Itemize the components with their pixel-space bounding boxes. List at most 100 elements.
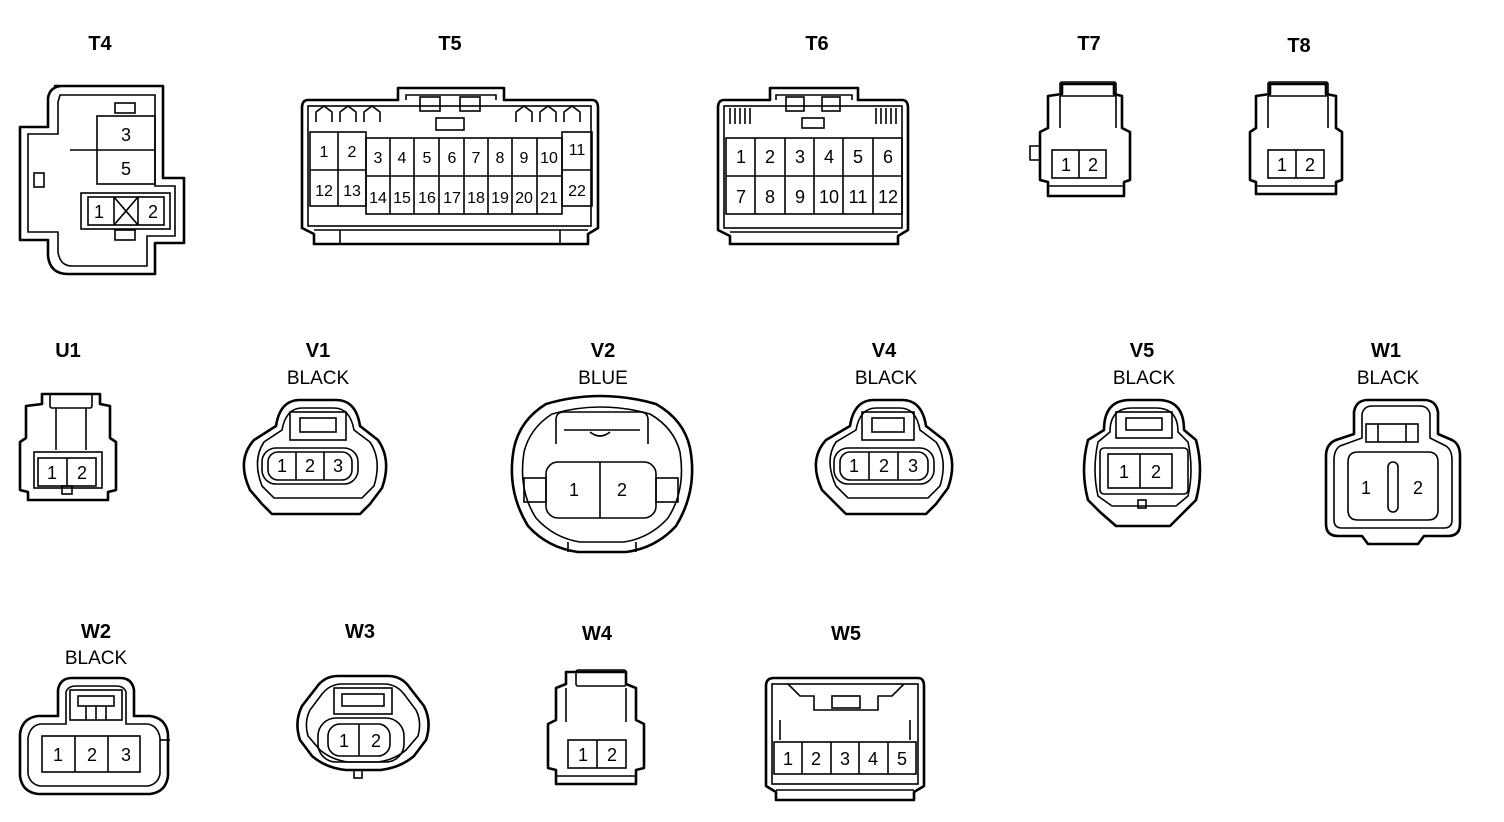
connector-u1: U1 1 2 <box>18 340 118 502</box>
v4-pin-1: 1 <box>849 456 859 476</box>
connector-w3-label: W3 <box>345 621 375 643</box>
t4-pin-1: 1 <box>94 202 104 222</box>
t6-pin-3: 3 <box>795 147 805 167</box>
connector-u1-label: U1 <box>55 340 81 362</box>
w5-pin-5: 5 <box>897 749 907 769</box>
t5-pin-14: 14 <box>369 190 387 207</box>
connector-t7-label: T7 <box>1077 33 1100 55</box>
connector-v2-label: V2 <box>591 340 615 362</box>
connector-t8-label: T8 <box>1287 35 1310 57</box>
connector-v2: V2 BLUE 1 2 <box>510 340 694 554</box>
connector-t7: T7 1 2 <box>1029 33 1132 198</box>
w2-pin-1: 1 <box>53 745 63 765</box>
connector-v2-color: BLUE <box>578 368 628 389</box>
v5-pin-1: 1 <box>1119 462 1129 482</box>
t5-pin-20: 20 <box>515 190 533 207</box>
t5-pin-18: 18 <box>467 190 485 207</box>
connector-v4-label: V4 <box>872 340 897 362</box>
t8-pin-1: 1 <box>1277 155 1287 175</box>
t6-pin-4: 4 <box>824 147 834 167</box>
t5-pin-9: 9 <box>520 150 529 167</box>
t5-pin-15: 15 <box>393 190 411 207</box>
t7-pin-2: 2 <box>1088 155 1098 175</box>
connector-w1-color: BLACK <box>1357 368 1420 389</box>
t5-pin-5: 5 <box>423 150 432 167</box>
connector-t6-label: T6 <box>805 33 828 55</box>
t5-pin-3: 3 <box>374 150 383 167</box>
t7-pin-1: 1 <box>1061 155 1071 175</box>
t5-pin-2: 2 <box>348 144 357 161</box>
connector-w1: W1 BLACK 1 2 <box>1324 340 1462 546</box>
connector-v5-label: V5 <box>1130 340 1154 362</box>
connector-w4-label: W4 <box>582 623 613 645</box>
u1-pin-2: 2 <box>77 463 87 483</box>
v4-pin-3: 3 <box>908 456 918 476</box>
connector-t6: T6 1 2 3 4 5 6 7 8 9 10 11 12 <box>716 33 910 246</box>
t5-pin-22: 22 <box>568 183 586 200</box>
t6-pin-10: 10 <box>819 187 839 207</box>
v1-pin-2: 2 <box>305 456 315 476</box>
connector-t5: T5 1 2 3 4 5 6 7 8 9 10 11 <box>300 33 600 246</box>
t4-pin-2: 2 <box>148 202 158 222</box>
v4-pin-2: 2 <box>879 456 889 476</box>
connector-t5-label: T5 <box>438 33 461 55</box>
t6-pin-5: 5 <box>853 147 863 167</box>
w5-pin-2: 2 <box>811 749 821 769</box>
v1-pin-1: 1 <box>277 456 287 476</box>
t6-pin-9: 9 <box>795 187 805 207</box>
t6-pin-12: 12 <box>878 187 898 207</box>
t5-pin-21: 21 <box>540 190 558 207</box>
w1-pin-2: 2 <box>1413 478 1423 498</box>
v2-pin-1: 1 <box>569 480 579 500</box>
t4-pin-3: 3 <box>121 125 131 145</box>
t5-pin-6: 6 <box>448 150 457 167</box>
connector-w2-color: BLACK <box>65 648 128 669</box>
t5-pin-8: 8 <box>496 150 505 167</box>
t5-pin-10: 10 <box>540 150 558 167</box>
v5-pin-2: 2 <box>1151 462 1161 482</box>
connector-w1-label: W1 <box>1371 340 1401 362</box>
t8-pin-2: 2 <box>1305 155 1315 175</box>
t5-pin-13: 13 <box>343 183 361 200</box>
t5-pin-12: 12 <box>315 183 333 200</box>
connector-w5-label: W5 <box>831 623 861 645</box>
connector-v5: V5 BLACK 1 2 <box>1082 340 1202 528</box>
w4-pin-1: 1 <box>578 745 588 765</box>
w1-pin-1: 1 <box>1361 478 1371 498</box>
connector-t4-label: T4 <box>88 33 112 55</box>
t5-pin-1: 1 <box>320 144 329 161</box>
w5-pin-4: 4 <box>868 749 878 769</box>
connector-v4: V4 BLACK 1 2 3 <box>814 340 954 516</box>
v1-pin-3: 3 <box>333 456 343 476</box>
w3-pin-2: 2 <box>371 731 381 751</box>
w2-pin-2: 2 <box>87 745 97 765</box>
t5-pin-11: 11 <box>569 142 586 159</box>
t5-pin-7: 7 <box>472 150 481 167</box>
connector-w2: W2 BLACK 1 2 3 <box>18 621 170 796</box>
t6-pin-6: 6 <box>883 147 893 167</box>
t5-pin-19: 19 <box>491 190 509 207</box>
t5-pin-16: 16 <box>418 190 436 207</box>
t4-pin-5: 5 <box>121 159 131 179</box>
v2-pin-2: 2 <box>617 480 627 500</box>
connector-v1-label: V1 <box>306 340 330 362</box>
connector-v5-color: BLACK <box>1113 368 1176 389</box>
connector-v4-color: BLACK <box>855 368 918 389</box>
w5-pin-1: 1 <box>783 749 793 769</box>
w5-pin-3: 3 <box>840 749 850 769</box>
t5-pin-4: 4 <box>398 150 407 167</box>
connector-t8: T8 1 2 <box>1248 35 1344 196</box>
connector-t4: T4 3 5 1 2 <box>18 33 186 276</box>
t6-pin-7: 7 <box>736 187 746 207</box>
w4-pin-2: 2 <box>607 745 617 765</box>
connector-w4: W4 1 2 <box>546 623 646 786</box>
t6-pin-11: 11 <box>849 187 868 207</box>
connector-w2-label: W2 <box>81 621 111 643</box>
t5-pin-17: 17 <box>443 190 461 207</box>
t6-pin-8: 8 <box>765 187 775 207</box>
w3-pin-1: 1 <box>339 731 349 751</box>
connector-v1-color: BLACK <box>287 368 350 389</box>
connector-w3: W3 1 2 <box>296 621 430 779</box>
connector-w5: W5 1 2 3 4 5 <box>764 623 926 802</box>
